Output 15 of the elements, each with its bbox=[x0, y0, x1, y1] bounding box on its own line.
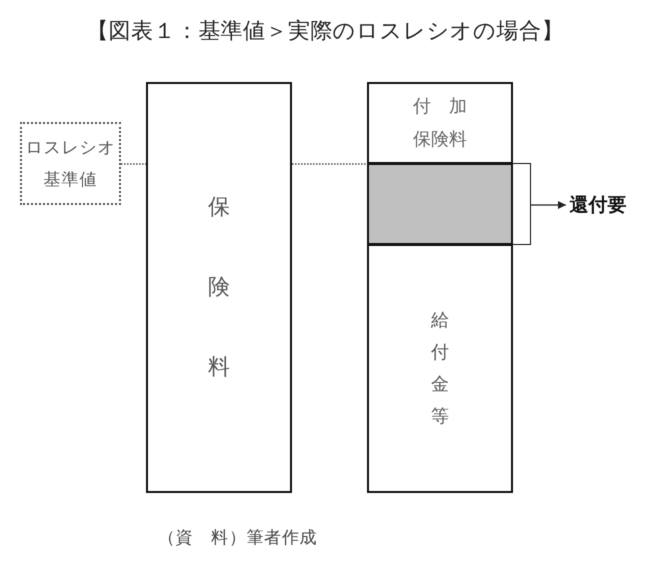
dotted-label-box bbox=[20, 122, 121, 205]
column-segment bbox=[367, 244, 513, 493]
source-note: （資 料）筆者作成 bbox=[158, 527, 318, 550]
dotted-line bbox=[121, 163, 146, 165]
vertical-label: 保険料 bbox=[208, 194, 230, 382]
box-label: 付 加保険料 bbox=[412, 95, 468, 152]
bracket bbox=[513, 163, 531, 245]
annotation-label: 還付要 bbox=[566, 191, 630, 219]
diagram-title: 【図表１：基準値＞実際のロスレシオの場合】 bbox=[86, 18, 564, 46]
vertical-label: 給付金等 bbox=[431, 308, 449, 428]
shaded-segment bbox=[367, 163, 513, 245]
column-box bbox=[146, 82, 292, 493]
dotted-line bbox=[292, 163, 367, 165]
box-label: ロスレシオ基準値 bbox=[24, 136, 116, 192]
arrow bbox=[531, 201, 566, 209]
